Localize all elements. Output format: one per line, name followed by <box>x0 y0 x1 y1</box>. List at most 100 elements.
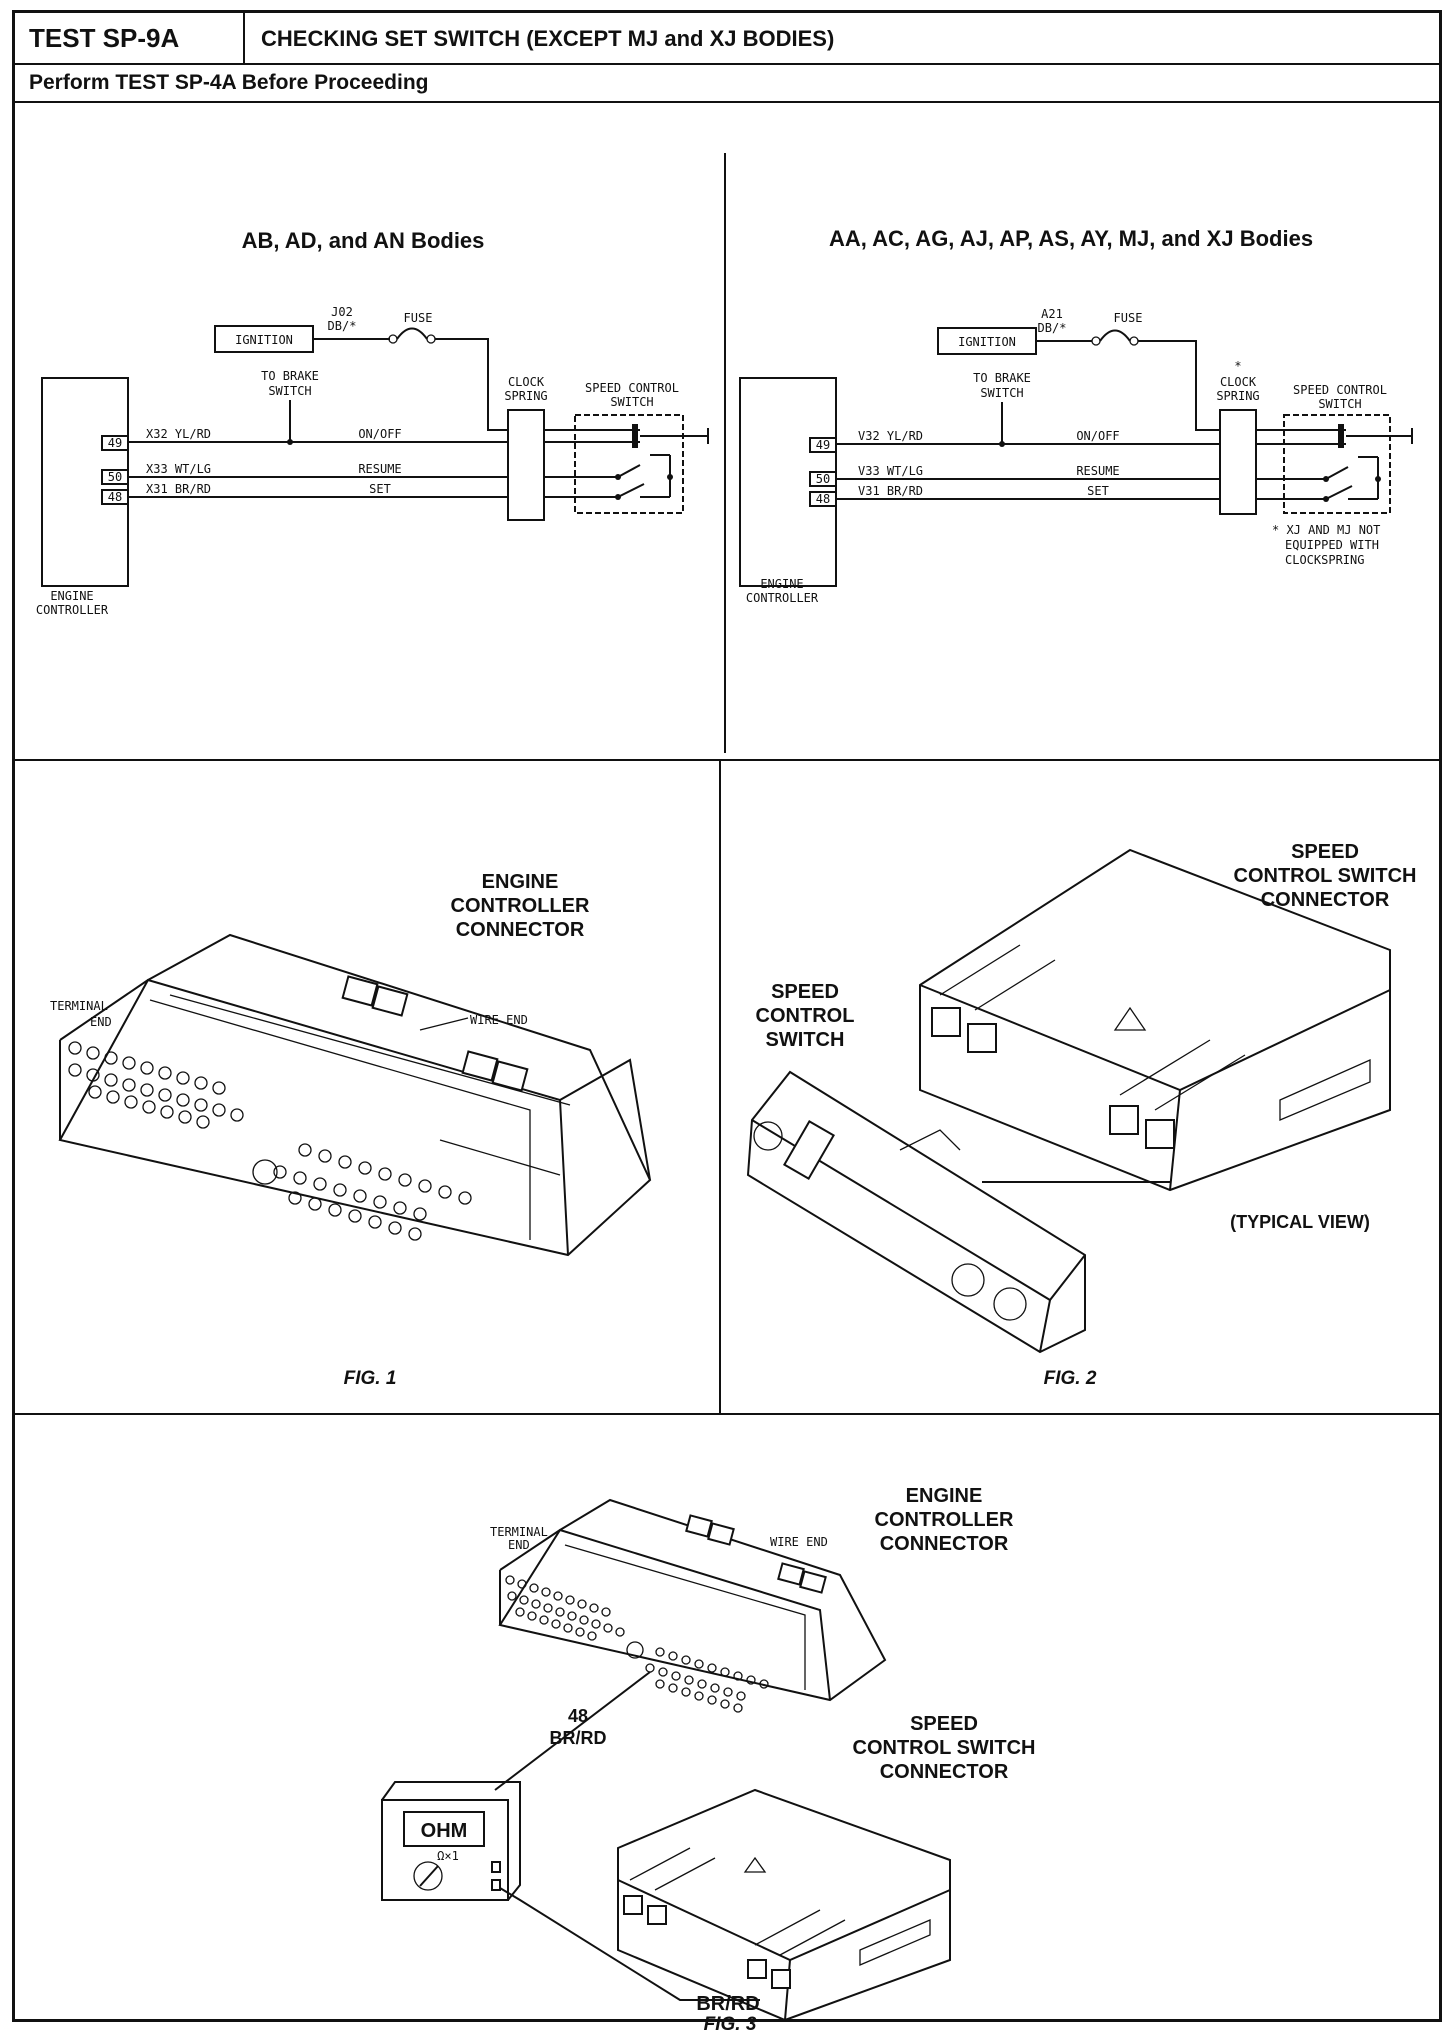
perform-note: Perform TEST SP-4A Before Proceeding <box>29 71 429 94</box>
terminal-pin <box>160 1105 174 1119</box>
terminal-pin <box>86 1046 100 1060</box>
terminal-pin <box>515 1607 525 1617</box>
terminal-pin <box>353 1189 367 1203</box>
fig3-scs-label-3: CONNECTOR <box>880 1761 1009 1783</box>
wire-50-label: V33 WT/LG <box>858 464 923 478</box>
fig2-caption: FIG. 2 <box>1044 1368 1097 1389</box>
terminal-pin <box>413 1207 427 1221</box>
terminal-pin <box>176 1071 190 1085</box>
terminal-pin <box>615 1627 625 1637</box>
feed-wire-label: A21 <box>1041 307 1063 321</box>
terminal-pin <box>194 1098 208 1112</box>
fig2-switch-label-1: SPEED <box>771 981 839 1003</box>
terminal-pin <box>124 1095 138 1109</box>
terminal-pin <box>527 1611 537 1621</box>
terminal-pin <box>579 1615 589 1625</box>
ohmmeter-range: Ω×1 <box>437 1849 459 1863</box>
ignition-box <box>214 325 314 353</box>
terminal-pin <box>288 1191 302 1205</box>
terminal-pin <box>746 1675 756 1685</box>
terminal-pin <box>230 1108 244 1122</box>
fig2-switch-connector-drawing <box>919 848 1391 1192</box>
terminal-pin <box>398 1173 412 1187</box>
terminal-pin <box>507 1591 517 1601</box>
terminal-pin <box>668 1651 678 1661</box>
to-brake-label-1: TO BRAKE <box>261 369 319 383</box>
terminal-pin <box>517 1579 527 1589</box>
clock-spring-box <box>507 409 545 521</box>
scs-label-1: SPEED CONTROL <box>585 381 679 395</box>
meter-lead-2 <box>499 1887 760 2001</box>
terminal-pin <box>140 1083 154 1097</box>
clockspring-note-1: * XJ AND MJ NOT <box>1272 523 1380 537</box>
fuse-symbol <box>396 327 428 340</box>
terminal-pin <box>707 1663 717 1673</box>
terminal-pin <box>733 1671 743 1681</box>
fig2-switch-label-2: CONTROL <box>756 1005 855 1027</box>
terminal-pin <box>723 1687 733 1697</box>
terminal-pin <box>393 1201 407 1215</box>
fig3-terminal-1: TERMINAL <box>490 1525 548 1539</box>
terminal-pin <box>158 1088 172 1102</box>
terminal-pin <box>373 1195 387 1209</box>
fig1-label-3: CONNECTOR <box>456 919 585 941</box>
terminal-pin <box>418 1179 432 1193</box>
terminal-pin <box>298 1143 312 1157</box>
terminal-pin <box>555 1607 565 1617</box>
terminal-pin <box>176 1093 190 1107</box>
terminal-pin <box>140 1061 154 1075</box>
fig2-switch-label-3: SWITCH <box>766 1029 845 1051</box>
terminal-pin <box>567 1611 577 1621</box>
clockspring-note-3: CLOCKSPRING <box>1285 553 1364 567</box>
terminal-pin <box>308 1197 322 1211</box>
fig2-typical-view: (TYPICAL VIEW) <box>1230 1212 1370 1232</box>
terminal-pin <box>697 1679 707 1689</box>
test-title: CHECKING SET SWITCH (EXCEPT MJ and XJ BO… <box>261 26 835 51</box>
fig3-pin-color: BR/RD <box>550 1728 607 1748</box>
terminal-pin <box>368 1215 382 1229</box>
right-schematic-heading: AA, AC, AG, AJ, AP, AS, AY, MJ, and XJ B… <box>829 226 1313 251</box>
fig3-wire-end: WIRE END <box>770 1535 828 1549</box>
wire-49-label: X32 YL/RD <box>146 427 211 441</box>
fig3-engine-controller-connector-drawing <box>498 1498 887 1702</box>
scs-label-2: SWITCH <box>1318 397 1361 411</box>
fig1-wire-end: WIRE END <box>470 1013 528 1027</box>
fig1-terminal-1: TERMINAL <box>50 999 108 1013</box>
pin-50: 50 <box>816 472 830 486</box>
engine-controller-label-1: ENGINE <box>760 577 803 591</box>
terminal-pin <box>707 1695 717 1705</box>
test-sheet: TEST SP-9A CHECKING SET SWITCH (EXCEPT M… <box>12 10 1442 2022</box>
terminal-pin <box>575 1627 585 1637</box>
pin-49: 49 <box>816 438 830 452</box>
feed-color-label: DB/* <box>328 319 357 333</box>
terminal-pin <box>720 1699 730 1709</box>
fig1-label-1: ENGINE <box>482 871 559 893</box>
scs-label-2: SWITCH <box>610 395 653 409</box>
terminal-pin <box>551 1619 561 1629</box>
clock-spring-label-1: CLOCK <box>508 375 545 389</box>
terminal-pin <box>313 1177 327 1191</box>
terminal-pin <box>458 1191 472 1205</box>
fig1-terminal-2: END <box>90 1015 112 1029</box>
fig3-scs-label-1: SPEED <box>910 1713 978 1735</box>
clock-spring-label-2: SPRING <box>504 389 547 403</box>
fig3-scs-label-2: CONTROL SWITCH <box>853 1737 1036 1759</box>
fig1-terminal-pins <box>68 1041 472 1241</box>
wire-49-label: V32 YL/RD <box>858 429 923 443</box>
fuse-label: FUSE <box>404 311 433 325</box>
left-schematic-heading: AB, AD, and AN Bodies <box>242 228 485 253</box>
terminal-pin <box>194 1076 208 1090</box>
terminal-pin <box>658 1667 668 1677</box>
fig2-conn-label-1: SPEED <box>1291 841 1359 863</box>
test-id: TEST SP-9A <box>15 13 245 63</box>
terminal-pin <box>293 1171 307 1185</box>
pin-49: 49 <box>108 436 122 450</box>
terminal-pin <box>541 1587 551 1597</box>
terminal-pin <box>565 1595 575 1605</box>
terminal-pin <box>539 1615 549 1625</box>
feed-wire-label: J02 <box>331 305 353 319</box>
terminal-pin <box>328 1203 342 1217</box>
fig3-speed-control-switch-connector-drawing <box>617 1788 951 2022</box>
